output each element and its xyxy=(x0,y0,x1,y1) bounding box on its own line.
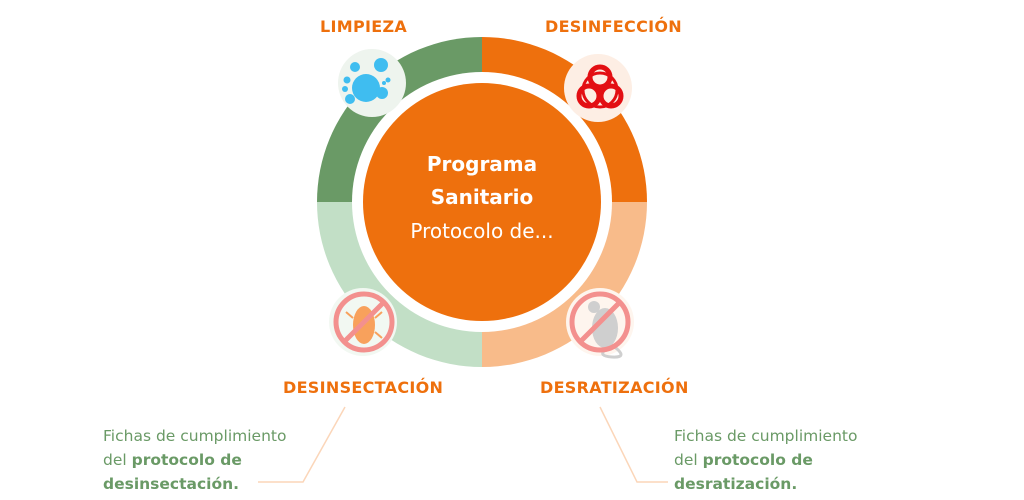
note-line: Fichas de cumplimiento xyxy=(103,427,287,445)
label-desratizacion: DESRATIZACIÓN xyxy=(540,378,689,397)
center-title-1: Programa xyxy=(426,152,538,176)
note-bold: desratización. xyxy=(674,475,798,493)
note-desratizacion: Fichas de cumplimiento del protocolo de … xyxy=(674,424,857,496)
note-bold: protocolo de xyxy=(702,451,813,469)
note-bold: protocolo de xyxy=(131,451,242,469)
center-subtitle: Protocolo de... xyxy=(410,219,554,243)
note-desinsectacion: Fichas de cumplimiento del protocolo de … xyxy=(103,424,286,496)
no-rat-icon xyxy=(566,288,634,359)
center-text: Programa Sanitario Protocolo de... xyxy=(362,148,602,248)
label-desinsectacion: DESINSECTACIÓN xyxy=(283,378,444,397)
soap-bubbles-icon xyxy=(338,49,406,117)
connector-line-right xyxy=(599,406,668,483)
note-line: Fichas de cumplimiento xyxy=(674,427,858,445)
no-insect-icon xyxy=(329,288,397,356)
note-text: del xyxy=(674,451,703,469)
center-circle[interactable] xyxy=(363,83,601,321)
biohazard-icon xyxy=(564,54,632,122)
label-limpieza: LIMPIEZA xyxy=(320,17,408,36)
center-title-2: Sanitario xyxy=(430,185,534,209)
connector-line-left xyxy=(258,406,346,483)
label-desinfeccion: DESINFECCIÓN xyxy=(545,17,682,36)
note-bold: desinsectación. xyxy=(103,475,240,493)
note-text: del xyxy=(103,451,132,469)
